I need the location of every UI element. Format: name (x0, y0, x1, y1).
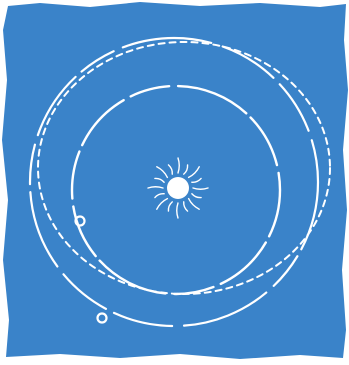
sun-core (167, 177, 189, 199)
